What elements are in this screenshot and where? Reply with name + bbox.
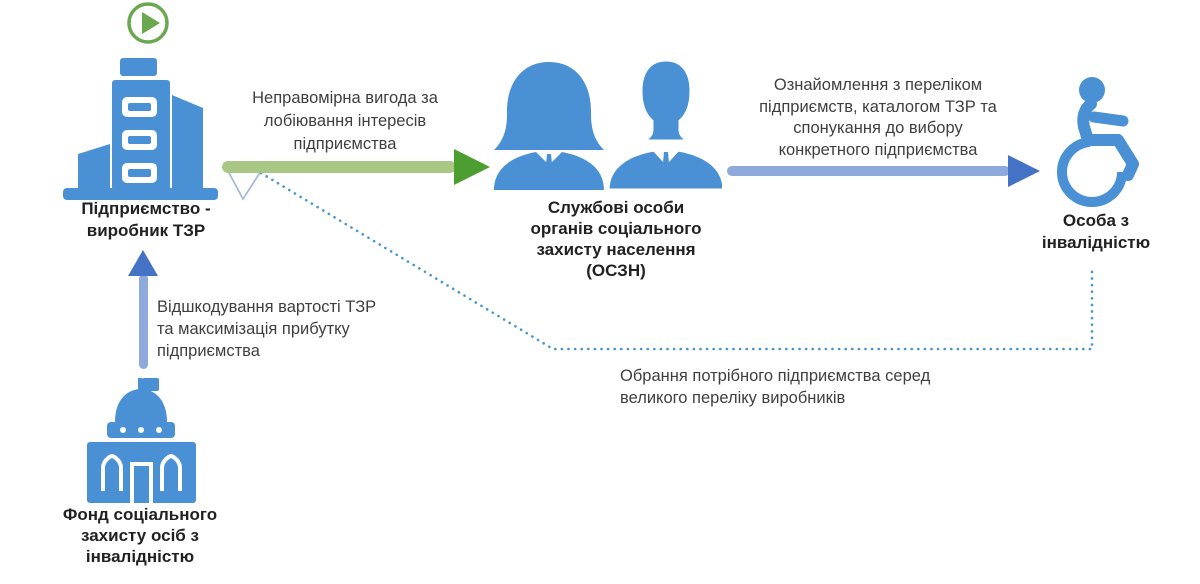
officials-label: Службові особи органів соціального захис… <box>530 198 702 280</box>
person-label: Особа з інвалідністю <box>1041 211 1151 252</box>
enterprise-label: Підприємство - виробник ТЗР <box>81 199 211 240</box>
two-people-icon <box>494 58 722 190</box>
reimburse-annotation: Відшкодування вартості ТЗР та максимізац… <box>157 298 377 360</box>
fund-label: Фонд соціального захисту осіб з інвалідн… <box>62 505 218 566</box>
bribe-annotation: Неправомірна вигода за лобіювання інтере… <box>252 89 438 153</box>
choice-arrowhead <box>225 168 263 201</box>
bribe-arrow-shaft <box>222 161 456 173</box>
inform-arrow-head <box>1008 155 1040 187</box>
government-dome-building-icon <box>87 378 196 503</box>
inform-arrow-shaft <box>727 166 1010 176</box>
wheelchair-icon <box>1057 77 1139 207</box>
inform-annotation: Ознайомлення з переліком підприємств, ка… <box>759 76 997 159</box>
office-building-icon <box>63 58 218 200</box>
bribe-arrow-head <box>454 149 490 185</box>
reimburse-arrow-head <box>128 250 158 276</box>
reimburse-arrow-shaft <box>139 274 148 369</box>
play-icon[interactable] <box>126 1 170 45</box>
choose-annotation: Обрання потрібного підприємства серед ве… <box>620 367 931 407</box>
